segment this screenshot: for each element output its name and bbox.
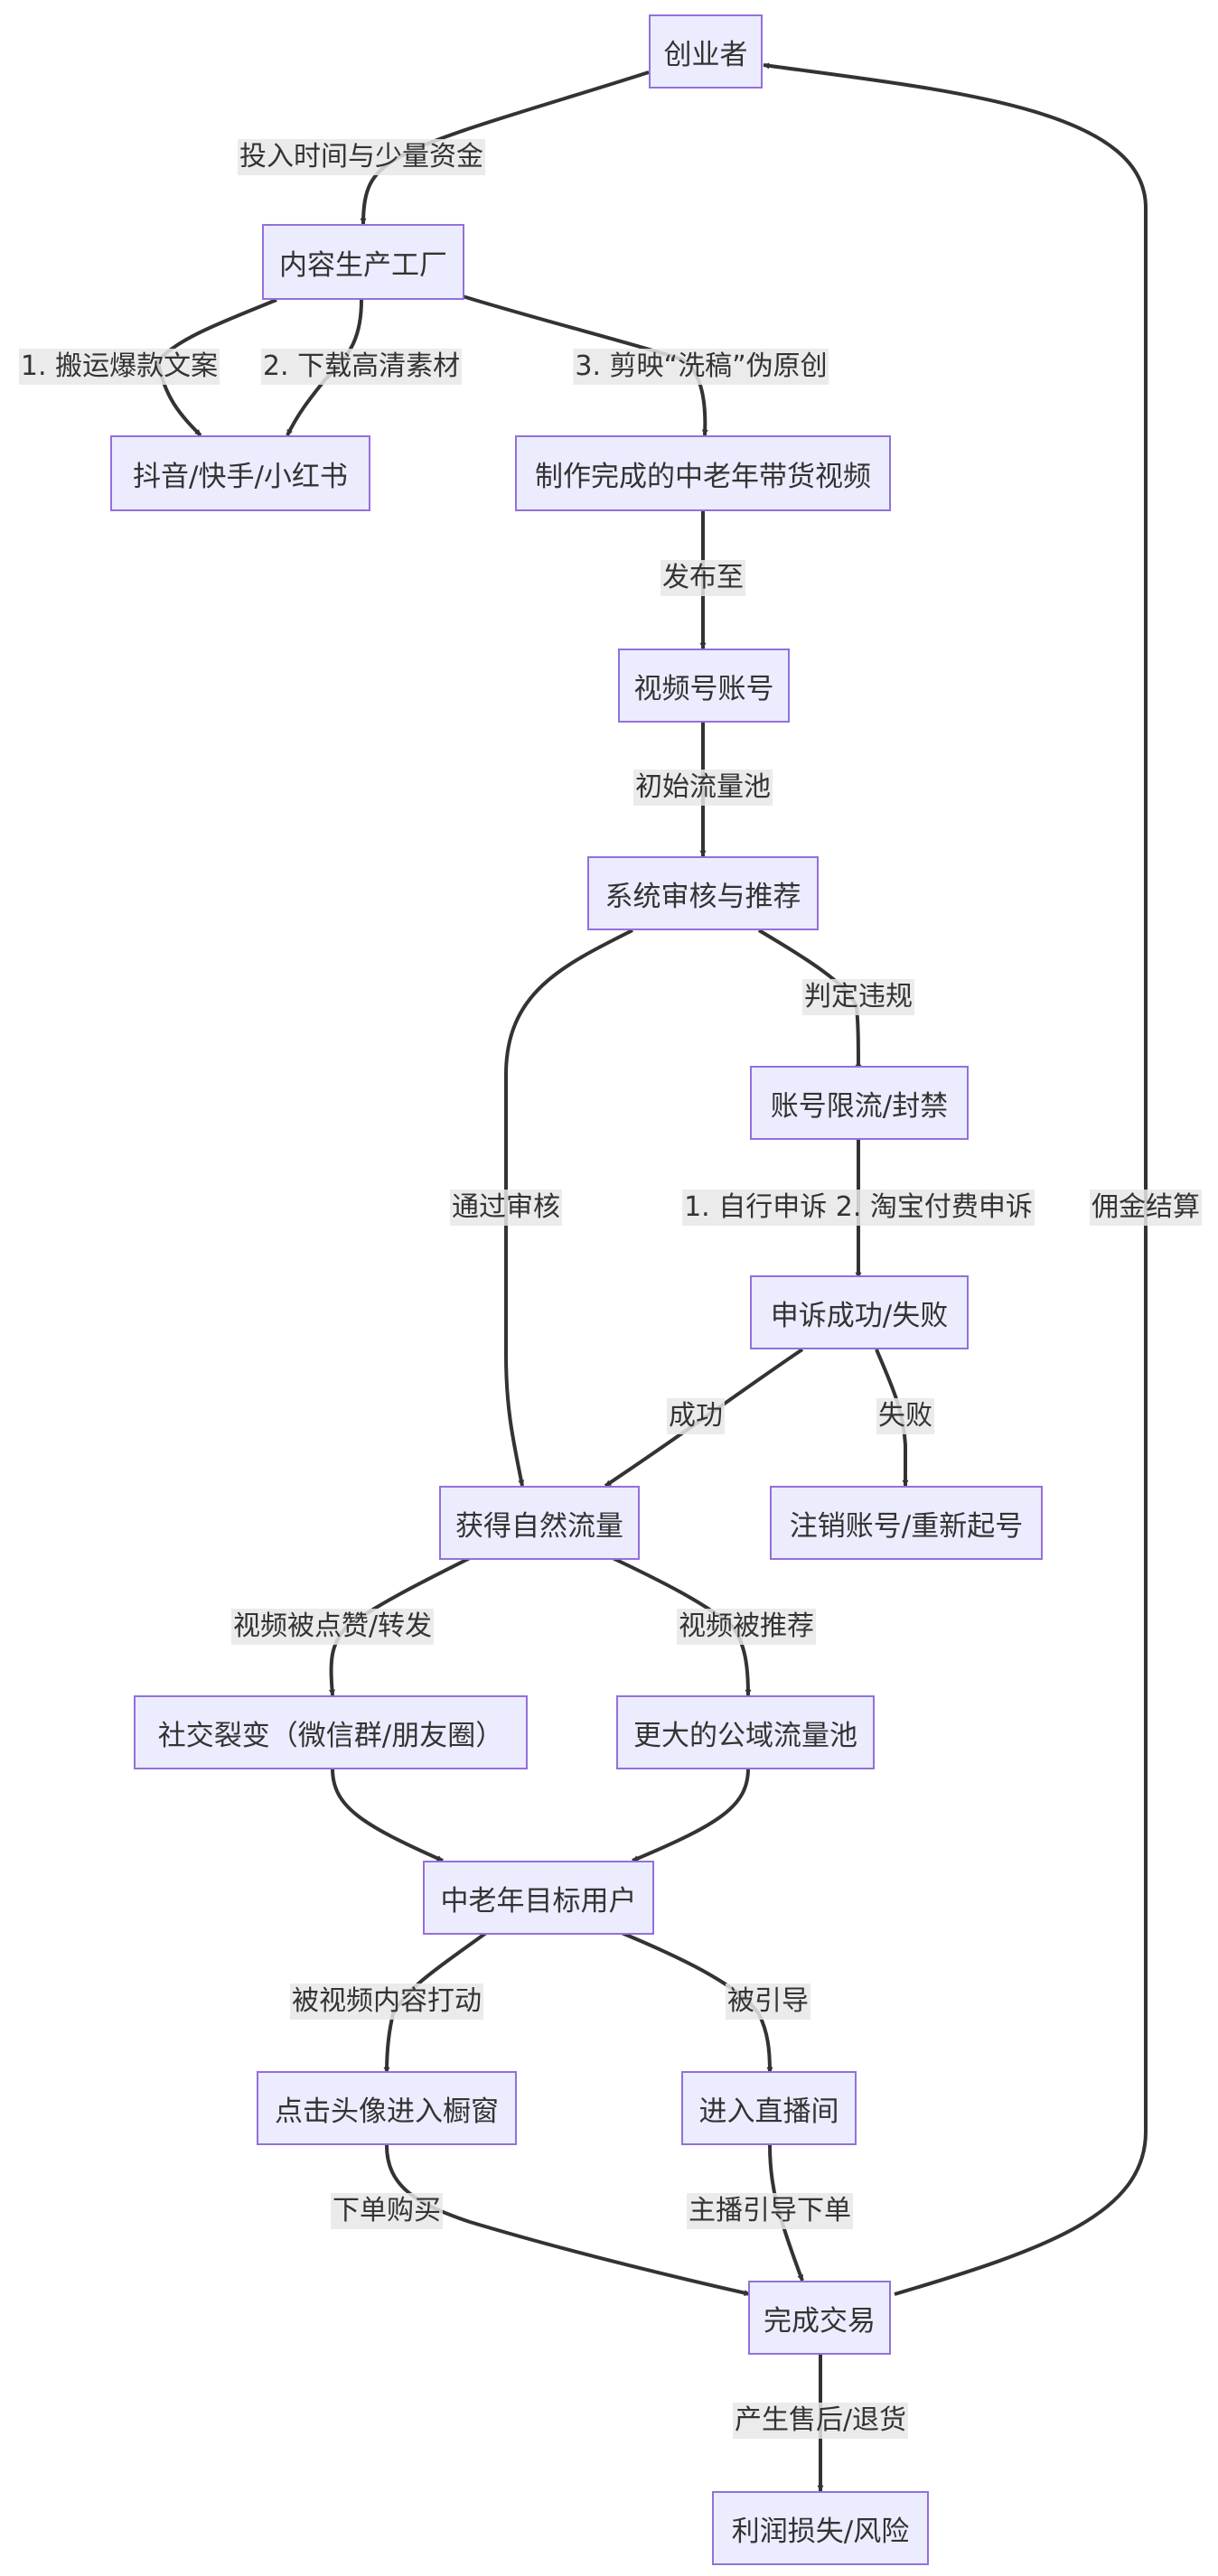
edge-window-deal [385, 2144, 751, 2297]
edge-label-initial-pool: 初始流量池 [633, 770, 773, 806]
edge-label-copy-text: 1. 搬运爆款文案 [18, 349, 220, 385]
node-deal: 完成交易 [748, 2281, 891, 2355]
node-review: 系统审核与推荐 [587, 856, 819, 930]
edge-pool-users [632, 1768, 750, 1862]
edge-label-liked: 视频被点赞/转发 [230, 1609, 435, 1645]
edge-label-invest: 投入时间与少量资金 [238, 139, 485, 175]
node-channel: 视频号账号 [618, 649, 790, 723]
node-pool: 更大的公域流量池 [616, 1695, 875, 1769]
edge-deal-founder [763, 62, 1148, 2296]
edge-label-commission: 佣金结算 [1090, 1190, 1202, 1226]
node-video: 制作完成的中老年带货视频 [515, 435, 891, 511]
edge-label-approved: 通过审核 [450, 1190, 562, 1226]
node-loss: 利润损失/风险 [712, 2491, 929, 2565]
node-window: 点击头像进入橱窗 [257, 2071, 517, 2145]
edge-label-fail: 失败 [876, 1398, 934, 1434]
edge-label-publish: 发布至 [661, 560, 745, 596]
node-users: 中老年目标用户 [423, 1861, 654, 1935]
edge-label-guided: 被引导 [726, 1983, 810, 2020]
node-traffic: 获得自然流量 [439, 1486, 640, 1560]
edge-social-users [331, 1768, 444, 1862]
node-cancel: 注销账号/重新起号 [770, 1486, 1043, 1560]
node-founder: 创业者 [649, 14, 763, 89]
node-live: 进入直播间 [681, 2071, 857, 2145]
edge-label-host-order: 主播引导下单 [687, 2193, 853, 2229]
node-appeal: 申诉成功/失败 [750, 1275, 969, 1349]
node-factory: 内容生产工厂 [262, 224, 464, 300]
edge-label-recommended: 视频被推荐 [677, 1609, 816, 1645]
edge-label-violation: 判定违规 [802, 979, 914, 1015]
node-limited: 账号限流/封禁 [750, 1066, 969, 1140]
node-social: 社交裂变（微信群/朋友圈） [134, 1695, 528, 1769]
node-platforms: 抖音/快手/小红书 [110, 435, 370, 511]
edge-label-success: 成功 [667, 1398, 725, 1434]
edge-label-rewrite: 3. 剪映“洗稿”伪原创 [573, 349, 829, 385]
edge-label-order: 下单购买 [331, 2193, 443, 2229]
edge-label-moved: 被视频内容打动 [290, 1983, 483, 2020]
edge-label-appeal-methods: 1. 自行申诉 2. 淘宝付费申诉 [682, 1190, 1035, 1226]
edge-label-refund: 产生售后/退货 [732, 2403, 909, 2439]
edge-review-traffic [504, 929, 633, 1487]
edge-label-download: 2. 下载高清素材 [260, 349, 463, 385]
